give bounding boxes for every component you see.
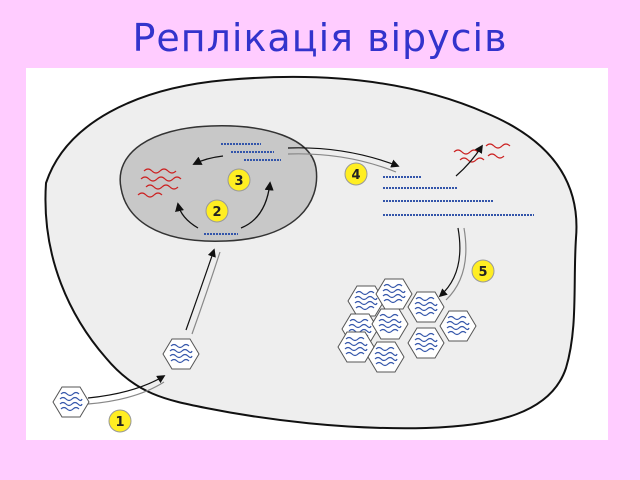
host-cell xyxy=(44,75,578,430)
free-virion xyxy=(52,386,90,418)
step-badge-3: 3 xyxy=(227,168,251,192)
svg-text:1: 1 xyxy=(115,415,124,430)
svg-text:3: 3 xyxy=(234,174,243,189)
slide-title: Реплікація вірусів xyxy=(132,16,508,60)
step-badge-2: 2 xyxy=(205,199,229,223)
svg-text:5: 5 xyxy=(478,265,487,280)
replication-diagram: 1 2 3 4 5 xyxy=(26,68,608,440)
protein-squiggles xyxy=(453,143,511,163)
step-badge-1: 1 xyxy=(108,409,132,433)
nucleus-arrows xyxy=(175,155,274,229)
nucleus xyxy=(119,125,318,242)
mrna-strands-cytoplasm xyxy=(383,176,534,216)
step-badge-5: 5 xyxy=(471,259,495,283)
step-badge-4: 4 xyxy=(344,162,368,186)
svg-text:2: 2 xyxy=(212,205,221,220)
pathway-arrows xyxy=(87,144,483,405)
svg-text:4: 4 xyxy=(351,168,360,183)
rna-transcripts-nucleus xyxy=(137,168,182,198)
dna-strands-nucleus xyxy=(204,143,281,235)
